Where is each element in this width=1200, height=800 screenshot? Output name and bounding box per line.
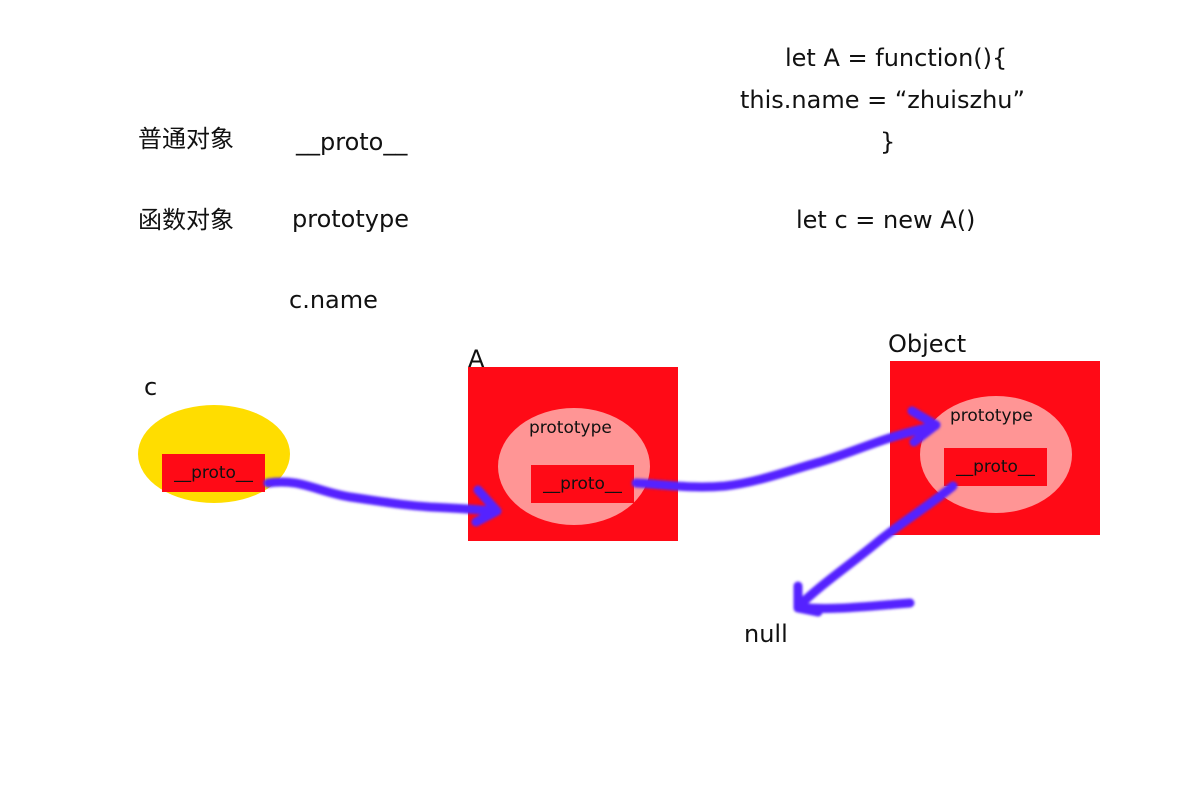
- function-object-label: 函数对象: [138, 206, 234, 234]
- arrow-object-to-null: [793, 481, 958, 613]
- arrow-a-to-object: [631, 421, 940, 492]
- code-line-2: this.name = “zhuiszhu”: [740, 86, 1025, 114]
- node-a-proto-box: __proto__: [531, 465, 634, 503]
- ordinary-object-label: 普通对象: [138, 125, 234, 153]
- arrow-c-to-a: [263, 477, 500, 516]
- code-line-1: let A = function(){: [785, 44, 1008, 72]
- node-object-title: Object: [888, 330, 967, 358]
- arrowhead-a-to-object: [907, 406, 941, 447]
- node-a-title: A: [468, 345, 485, 373]
- node-c-title: c: [144, 373, 158, 401]
- node-object-proto-box: __proto__: [944, 448, 1047, 486]
- function-object-prototype-text: prototype: [292, 205, 409, 233]
- access-example-text: c.name: [289, 286, 378, 314]
- ordinary-object-proto-text: __proto__: [296, 128, 408, 156]
- node-object-prototype-label: prototype: [950, 406, 1033, 426]
- arrowhead-object-to-null: [793, 581, 823, 617]
- arrowhead-c-to-a: [471, 485, 502, 527]
- node-c-proto-box: __proto__: [162, 454, 265, 492]
- code-line-4: let c = new A(): [796, 206, 976, 234]
- node-a-prototype-label: prototype: [529, 418, 612, 438]
- code-line-3: }: [880, 128, 896, 156]
- null-label: null: [744, 620, 788, 648]
